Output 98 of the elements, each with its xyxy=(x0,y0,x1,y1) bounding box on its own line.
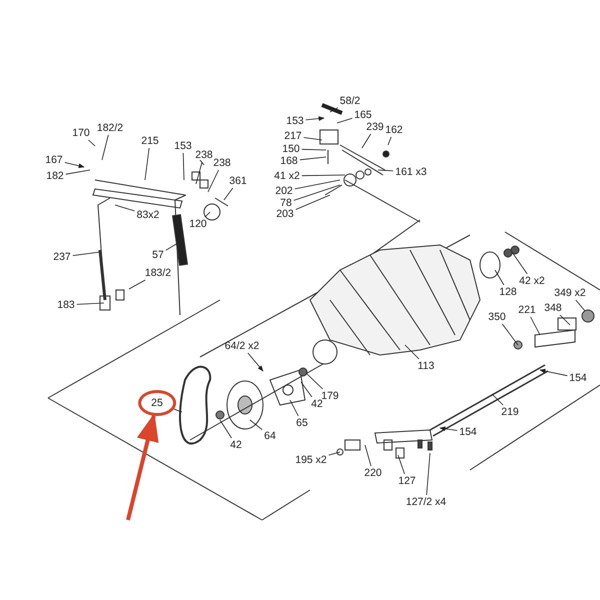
callout-number: 182/2 xyxy=(96,122,124,134)
leader-line xyxy=(294,180,340,190)
leader-line xyxy=(300,382,312,398)
leader-line xyxy=(208,170,219,192)
leader-line xyxy=(76,302,104,305)
callout-number: 348 xyxy=(543,302,563,314)
leader-line xyxy=(293,184,340,201)
leader-line xyxy=(299,156,326,160)
callout-number: 64/2 x2 xyxy=(224,340,260,352)
arrow xyxy=(126,413,159,520)
leader-line xyxy=(426,452,430,496)
leader-line xyxy=(492,394,504,406)
leader-line xyxy=(65,170,90,175)
leader-line xyxy=(378,170,394,172)
callout-number: 215 xyxy=(140,135,160,147)
callout-number: 127 xyxy=(397,475,417,487)
callout-number: 238 xyxy=(194,149,214,161)
leader-line xyxy=(128,280,146,290)
leader-line xyxy=(290,400,299,416)
callout-number: 83x2 xyxy=(136,209,160,221)
callout-number: 183/2 xyxy=(144,267,172,279)
leader-line xyxy=(530,316,540,336)
leader-line xyxy=(182,152,184,180)
leader-line xyxy=(173,408,182,412)
leader-line xyxy=(248,352,264,372)
callout-number: 195 x2 xyxy=(294,454,328,466)
callout-number: 113 xyxy=(416,360,436,372)
leader-line xyxy=(404,344,420,360)
callout-number: 153 xyxy=(173,140,193,152)
leader-line xyxy=(336,118,353,124)
leader-line xyxy=(250,420,263,430)
callout-number: 361 xyxy=(228,175,248,187)
callout-number: 183 xyxy=(56,299,76,311)
leader-line xyxy=(439,426,458,432)
leader-line xyxy=(330,107,338,112)
leader-line xyxy=(64,162,85,168)
callout-number: 167 xyxy=(44,154,64,166)
callout-number: 42 xyxy=(310,398,324,410)
leader-line xyxy=(575,300,586,312)
callout-number: 150 xyxy=(281,143,301,155)
callout-number: 153 xyxy=(285,115,305,127)
leader-line xyxy=(362,134,372,148)
callout-number: 154 xyxy=(568,372,588,384)
callout-number: 202 xyxy=(274,185,294,197)
callout-number: 128 xyxy=(498,286,518,298)
callout-number: 170 xyxy=(71,127,91,139)
leader-line xyxy=(165,242,178,251)
leader-line xyxy=(220,420,232,438)
leader-line xyxy=(512,252,528,274)
leader-line xyxy=(502,324,518,346)
leader-line xyxy=(303,137,322,140)
callout-number: 64 xyxy=(263,430,277,442)
callout-number: 42 x2 xyxy=(518,275,546,287)
callout-number: 42 xyxy=(229,439,243,451)
callout-number: 219 xyxy=(500,406,520,418)
leader-line xyxy=(196,162,202,184)
leader-line xyxy=(88,140,96,146)
leader-line xyxy=(301,148,326,150)
callout-number: 25 xyxy=(138,390,176,416)
leader-line xyxy=(301,174,346,176)
callout-number: 239 xyxy=(365,121,385,133)
callout-number: 237 xyxy=(52,251,72,263)
callout-number: 349 x2 xyxy=(553,287,587,299)
callout-number: 220 xyxy=(363,467,383,479)
leader-line xyxy=(295,194,330,210)
leader-line xyxy=(306,372,324,390)
leader-line xyxy=(494,270,504,286)
callout-number: 350 xyxy=(487,311,507,323)
callout-number: 182 xyxy=(45,170,65,182)
callout-number: 203 xyxy=(275,208,295,220)
leader-line xyxy=(539,368,568,376)
callout-number: 162 xyxy=(384,124,404,136)
callout-number: 65 xyxy=(295,417,309,429)
callout-number: 58/2 xyxy=(338,95,362,107)
callout-number: 57 xyxy=(151,249,165,261)
leader-line xyxy=(364,444,372,466)
callout-number: 127/2 x4 xyxy=(404,496,448,508)
leader-line xyxy=(144,148,150,180)
callout-number: 41 x2 xyxy=(273,170,301,182)
leader-line xyxy=(388,136,392,146)
leader-line xyxy=(224,188,234,200)
callout-number: 154 xyxy=(458,426,478,438)
callout-number: 165 xyxy=(353,109,373,121)
leader-line xyxy=(204,212,210,218)
callout-number: 238 xyxy=(212,157,232,169)
leader-line xyxy=(560,314,570,326)
callout-number: 221 xyxy=(517,304,537,316)
leader-line xyxy=(72,252,100,256)
leader-line xyxy=(114,204,135,212)
leader-line xyxy=(398,454,405,474)
callout-number: 217 xyxy=(283,130,303,142)
callout-number: 161 x3 xyxy=(394,166,428,178)
callout-number: 78 xyxy=(279,197,293,209)
leader-line xyxy=(102,134,109,160)
callout-number: 120 xyxy=(188,218,208,230)
callout-number: 168 xyxy=(279,155,299,167)
leader-line xyxy=(305,116,325,121)
leader-line xyxy=(328,452,340,456)
